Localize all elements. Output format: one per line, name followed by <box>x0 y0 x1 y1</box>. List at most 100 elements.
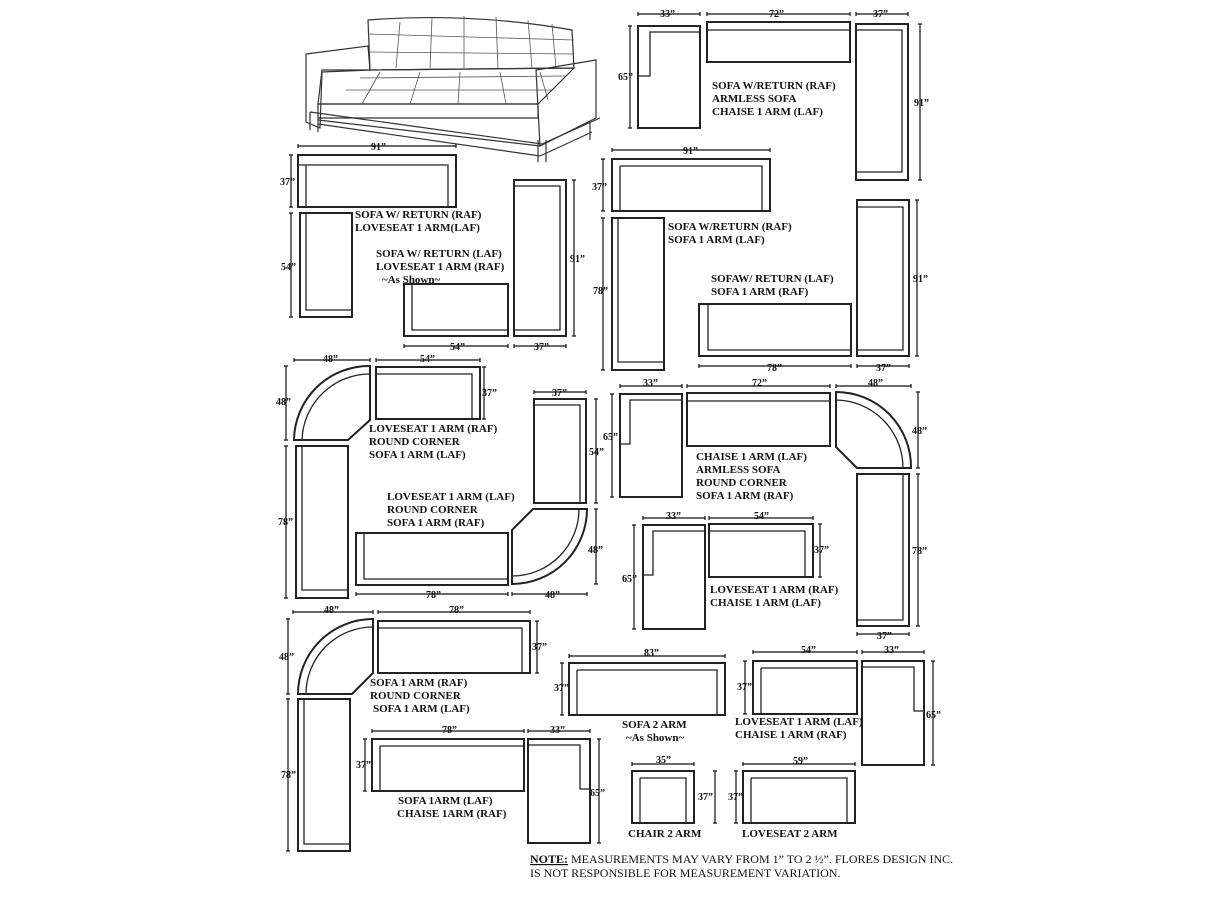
dim-label: 78” <box>278 517 293 528</box>
dim-label: 65” <box>622 574 637 585</box>
dim-label: 37” <box>280 177 295 188</box>
dim-label: 54” <box>450 342 465 353</box>
dim-label: 37” <box>552 388 567 399</box>
config-label: ROUND CORNER <box>369 436 461 448</box>
dim-label: 78” <box>449 605 464 616</box>
config-sofa-return-laf-sofa-raf: 78” 37” 91” SOFAW/ RETURN (LAF) SOFA 1 A… <box>698 199 928 374</box>
config-label: LOVESEAT 1 ARM (LAF) <box>387 491 515 503</box>
dim-label: 54” <box>281 262 296 273</box>
dim-label: 37” <box>592 182 607 193</box>
config-label: SOFA W/RETURN (RAF) <box>668 221 792 233</box>
dim-label: 37” <box>534 342 549 353</box>
config-label: CHAISE 1ARM (RAF) <box>397 808 507 820</box>
config-label: LOVESEAT 1 ARM (RAF) <box>710 584 839 596</box>
dim-label: 78” <box>442 725 457 736</box>
dim-label: 48” <box>588 545 603 556</box>
config-sofa-return-raf-sofa-laf: 91” 37” 78” SOFA W/RETURN (RAF) SOFA 1 A… <box>592 146 792 371</box>
config-label: ARMLESS SOFA <box>712 93 797 105</box>
config-chaise-armless-round-corner-sofa: 33” 72” 48” 65” 48” 78” 37” CHAISE 1 ARM… <box>603 378 927 642</box>
dim-label: 48” <box>545 590 560 601</box>
config-sofa-raf-round-corner-sofa-laf: 48” 78” 37” 48” 78” SOFA 1 ARM (RAF) ROU… <box>279 605 547 852</box>
dim-label: 37” <box>814 545 829 556</box>
config-label: SOFA 1 ARM (RAF) <box>387 517 485 529</box>
dim-label: 78” <box>912 546 927 557</box>
dim-label: 54” <box>801 645 816 656</box>
config-sofa-return-raf-armless-chaise: 33” 72” 37” 65” 91” SOFA W/RETURN (RAF) … <box>618 9 929 181</box>
dim-label: 37” <box>356 760 371 771</box>
dim-label: 37” <box>873 9 888 20</box>
dim-label: 48” <box>868 378 883 389</box>
config-label: SOFA 1 ARM (LAF) <box>373 703 470 715</box>
config-label: SOFA 1 ARM (LAF) <box>369 449 466 461</box>
dim-label: 91” <box>683 146 698 157</box>
note-line-2: IS NOT RESPONSIBLE FOR MEASUREMENT VARIA… <box>530 866 841 880</box>
dim-label: 54” <box>754 511 769 522</box>
config-sofa-return-laf-loveseat-raf: 54” 37” 91” SOFA W/ RETURN (LAF) LOVESEA… <box>376 179 585 353</box>
config-loveseat-laf-chaise-raf: 54” 33” 37” 65” LOVESEAT 1 ARM (LAF) CHA… <box>735 645 941 766</box>
note-label: NOTE: <box>530 852 568 866</box>
config-label: SOFA 1 ARM (RAF) <box>370 677 468 689</box>
dim-label: 37” <box>877 631 892 642</box>
dim-label: 33” <box>666 511 681 522</box>
config-label: SOFA 1 ARM (RAF) <box>696 490 794 502</box>
config-label: SOFA 2 ARM <box>622 719 687 731</box>
dim-label: 37” <box>532 642 547 653</box>
dim-label: 37” <box>554 683 569 694</box>
config-label: LOVESEAT 1 ARM (RAF) <box>376 261 505 273</box>
dim-label: 59” <box>793 756 808 767</box>
config-label: LOVESEAT 1 ARM (RAF) <box>369 423 498 435</box>
config-label: ROUND CORNER <box>370 690 462 702</box>
dim-label: 48” <box>324 605 339 616</box>
config-label: SOFA W/ RETURN (RAF) <box>355 209 482 221</box>
dim-label: 33” <box>660 9 675 20</box>
config-label: CHAISE 1 ARM (RAF) <box>735 729 847 741</box>
dim-label: 65” <box>926 710 941 721</box>
config-loveseat-2-arm: 59” 37” LOVESEAT 2 ARM <box>728 756 856 840</box>
note-text: NOTE: MEASUREMENTS MAY VARY FROM 1” TO 2… <box>530 852 953 866</box>
config-label: SOFA W/RETURN (RAF) <box>712 80 836 92</box>
config-loveseat-laf-round-corner-sofa-raf: 37” 54” 48” 78” 48” LOVESEAT 1 ARM (LAF)… <box>355 388 604 601</box>
config-label: LOVESEAT 2 ARM <box>742 828 838 840</box>
config-label: ARMLESS SOFA <box>696 464 781 476</box>
dim-label: 37” <box>728 792 743 803</box>
config-label: LOVESEAT 1 ARM(LAF) <box>355 222 480 234</box>
dim-label: 78” <box>593 286 608 297</box>
config-sofa-return-raf-loveseat-laf: 91” 37” 54” SOFA W/ RETURN (RAF) LOVESEA… <box>280 142 482 318</box>
dim-label: 33” <box>643 378 658 389</box>
config-label: SOFAW/ RETURN (LAF) <box>711 273 834 285</box>
dim-label: 83” <box>644 648 659 659</box>
config-loveseat-raf-round-corner-sofa-laf: 48” 54” 37” 48” 78” LOVESEAT 1 ARM (RAF)… <box>276 354 498 599</box>
config-label: SOFA 1ARM (LAF) <box>398 795 493 807</box>
dim-label: 78” <box>281 770 296 781</box>
config-label: CHAISE 1 ARM (LAF) <box>710 597 821 609</box>
config-label: ROUND CORNER <box>696 477 788 489</box>
sofa-illustration <box>305 16 601 162</box>
config-label: CHAISE 1 ARM (LAF) <box>696 451 807 463</box>
dim-label: 78” <box>426 590 441 601</box>
dim-label: 65” <box>603 432 618 443</box>
config-label: SOFA W/ RETURN (LAF) <box>376 248 502 260</box>
dim-label: 72” <box>752 378 767 389</box>
dim-label: 65” <box>590 788 605 799</box>
dim-label: 91” <box>913 274 928 285</box>
note-line-1: MEASUREMENTS MAY VARY FROM 1” TO 2 ½”. F… <box>568 852 953 866</box>
config-chair-2-arm: 35” 37” CHAIR 2 ARM <box>628 755 717 840</box>
config-label: ROUND CORNER <box>387 504 479 516</box>
config-label: LOVESEAT 1 ARM (LAF) <box>735 716 863 728</box>
dim-label: 48” <box>276 397 291 408</box>
config-label: ~As Shown~ <box>382 274 440 286</box>
dim-label: 37” <box>698 792 713 803</box>
dim-label: 91” <box>914 98 929 109</box>
dim-label: 33” <box>550 725 565 736</box>
dim-label: 72” <box>769 9 784 20</box>
config-label: SOFA 1 ARM (RAF) <box>711 286 809 298</box>
config-label: SOFA 1 ARM (LAF) <box>668 234 765 246</box>
dim-label: 35” <box>656 755 671 766</box>
dim-label: 91” <box>371 142 386 153</box>
config-sofa-2-arm: 83” 37” SOFA 2 ARM ~As Shown~ <box>554 648 726 744</box>
config-loveseat-raf-chaise-laf: 33” 54” 65” 37” LOVESEAT 1 ARM (RAF) CHA… <box>622 511 839 630</box>
dim-label: 48” <box>912 426 927 437</box>
dim-label: 48” <box>323 354 338 365</box>
dim-label: 37” <box>876 363 891 374</box>
